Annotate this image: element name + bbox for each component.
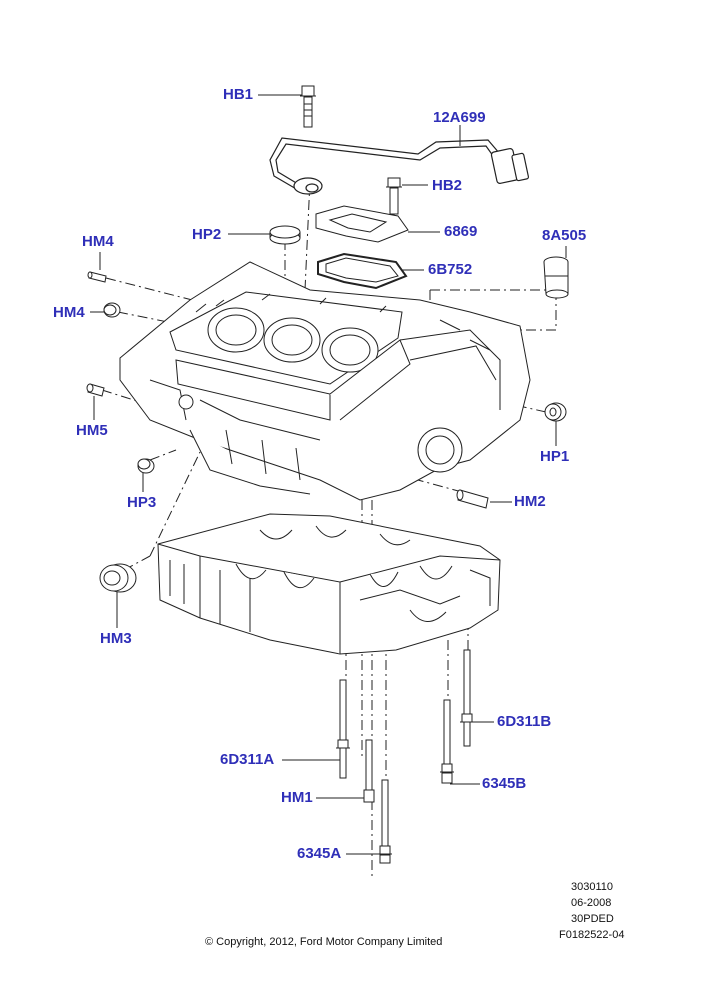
callout-6869: 6869 <box>444 223 478 240</box>
hp1-plug <box>545 403 566 421</box>
hm2-dowel <box>457 490 488 508</box>
callout-hb2: HB2 <box>432 177 463 194</box>
drawing-date: 06-2008 <box>571 897 612 909</box>
callout-6345a: 6345A <box>297 845 342 862</box>
callout-hm1: HM1 <box>281 789 313 806</box>
cover-plate-6869 <box>316 206 408 242</box>
bolt-6345a <box>378 780 392 863</box>
callout-hp2: HP2 <box>192 226 222 243</box>
drawing-code: 3030110 <box>571 881 614 893</box>
callout-6d311a: 6D311A <box>220 751 275 768</box>
lower-crankcase <box>158 514 500 654</box>
bolt-6d311b <box>460 650 474 746</box>
hb1-bolt <box>300 86 316 127</box>
callout-hm3: HM3 <box>100 630 132 647</box>
callout-hm4-top: HM4 <box>82 233 114 250</box>
hm4-dowel-side <box>104 303 120 317</box>
callout-hp3: HP3 <box>127 494 157 511</box>
leader-lines <box>90 94 567 855</box>
bolt-hm1 <box>364 740 374 802</box>
cylinder-block <box>120 262 530 500</box>
hm3-seal <box>100 564 136 592</box>
callout-12a699: 12A699 <box>433 109 486 126</box>
hm5-pin <box>87 384 104 396</box>
bolt-6d311a <box>336 680 350 778</box>
callout-8a505: 8A505 <box>542 227 587 244</box>
callout-6345b: 6345B <box>482 775 527 792</box>
copyright-notice: © Copyright, 2012, Ford Motor Company Li… <box>205 936 443 948</box>
callout-hm5: HM5 <box>76 422 108 439</box>
callout-hp1: HP1 <box>540 448 570 465</box>
hm4-dowel-top <box>88 272 106 282</box>
bolt-6345b <box>440 700 454 783</box>
knock-sensor-12a699 <box>270 138 529 194</box>
gasket-6b752 <box>318 254 406 288</box>
callout-6b752: 6B752 <box>428 261 473 278</box>
hp3-plug <box>138 459 154 473</box>
hp2-plug <box>270 226 300 244</box>
callout-hm4-side: HM4 <box>53 304 85 321</box>
drawing-variant: 30PDED <box>571 913 614 925</box>
callout-6d311b: 6D311B <box>497 713 552 730</box>
callout-hm2: HM2 <box>514 493 546 510</box>
callout-hb1: HB1 <box>223 86 254 103</box>
hb2-bolt <box>386 178 402 214</box>
sleeve-8a505 <box>544 257 568 298</box>
drawing-reference: F0182522-04 <box>559 929 625 941</box>
